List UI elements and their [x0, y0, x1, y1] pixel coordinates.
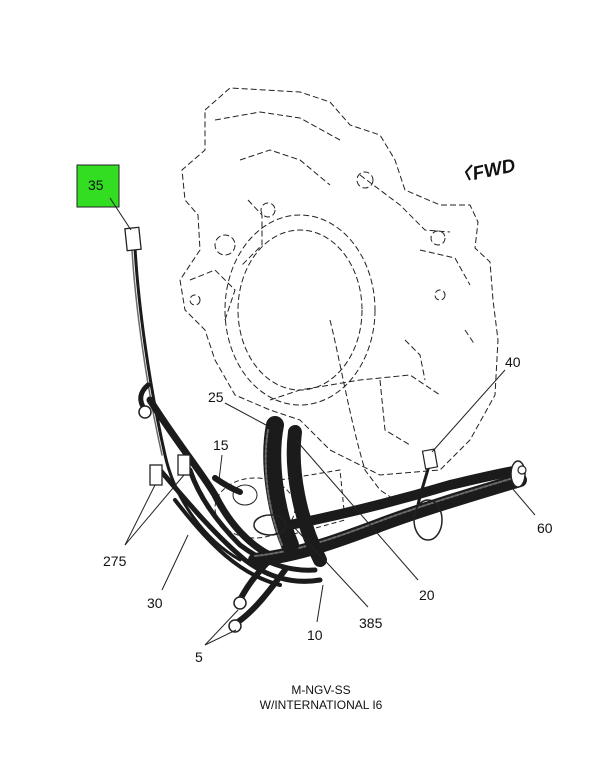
callout-25[interactable]: 25 [208, 389, 267, 426]
callout-40-label: 40 [505, 354, 521, 370]
callout-20[interactable]: 20 [295, 439, 435, 603]
callout-35[interactable]: 35 [76, 164, 132, 231]
callout-275[interactable]: 275 [103, 474, 185, 569]
callout-60-label: 60 [537, 520, 553, 536]
callout-30-label: 30 [147, 595, 163, 611]
callout-60[interactable]: 60 [511, 487, 553, 536]
callout-275-label: 275 [103, 553, 127, 569]
callout-385[interactable]: 385 [291, 524, 383, 631]
callout-15[interactable]: 15 [213, 437, 229, 481]
callout-5-label: 5 [195, 649, 203, 665]
caption-line-2: W/INTERNATIONAL I6 [260, 698, 383, 712]
fwd-label: FWD [471, 155, 518, 185]
wiring-harness [124, 226, 527, 633]
callout-35-highlight [76, 164, 120, 208]
callout-385-label: 385 [359, 615, 383, 631]
callout-10[interactable]: 10 [307, 584, 324, 643]
callout-10-label: 10 [307, 627, 323, 643]
flywheel-housing-outline [179, 87, 499, 501]
forward-direction-indicator: FWD [464, 155, 518, 185]
callout-20-label: 20 [419, 587, 435, 603]
callout-35-label: 35 [88, 177, 104, 193]
callout-30[interactable]: 30 [147, 534, 189, 611]
callout-40[interactable]: 40 [431, 354, 521, 453]
callout-5[interactable]: 5 [195, 609, 239, 665]
caption-line-1: M-NGV-SS [291, 683, 350, 697]
diagram-caption: M-NGV-SS W/INTERNATIONAL I6 [260, 683, 383, 712]
callout-15-label: 15 [213, 437, 229, 453]
callout-25-label: 25 [208, 389, 224, 405]
